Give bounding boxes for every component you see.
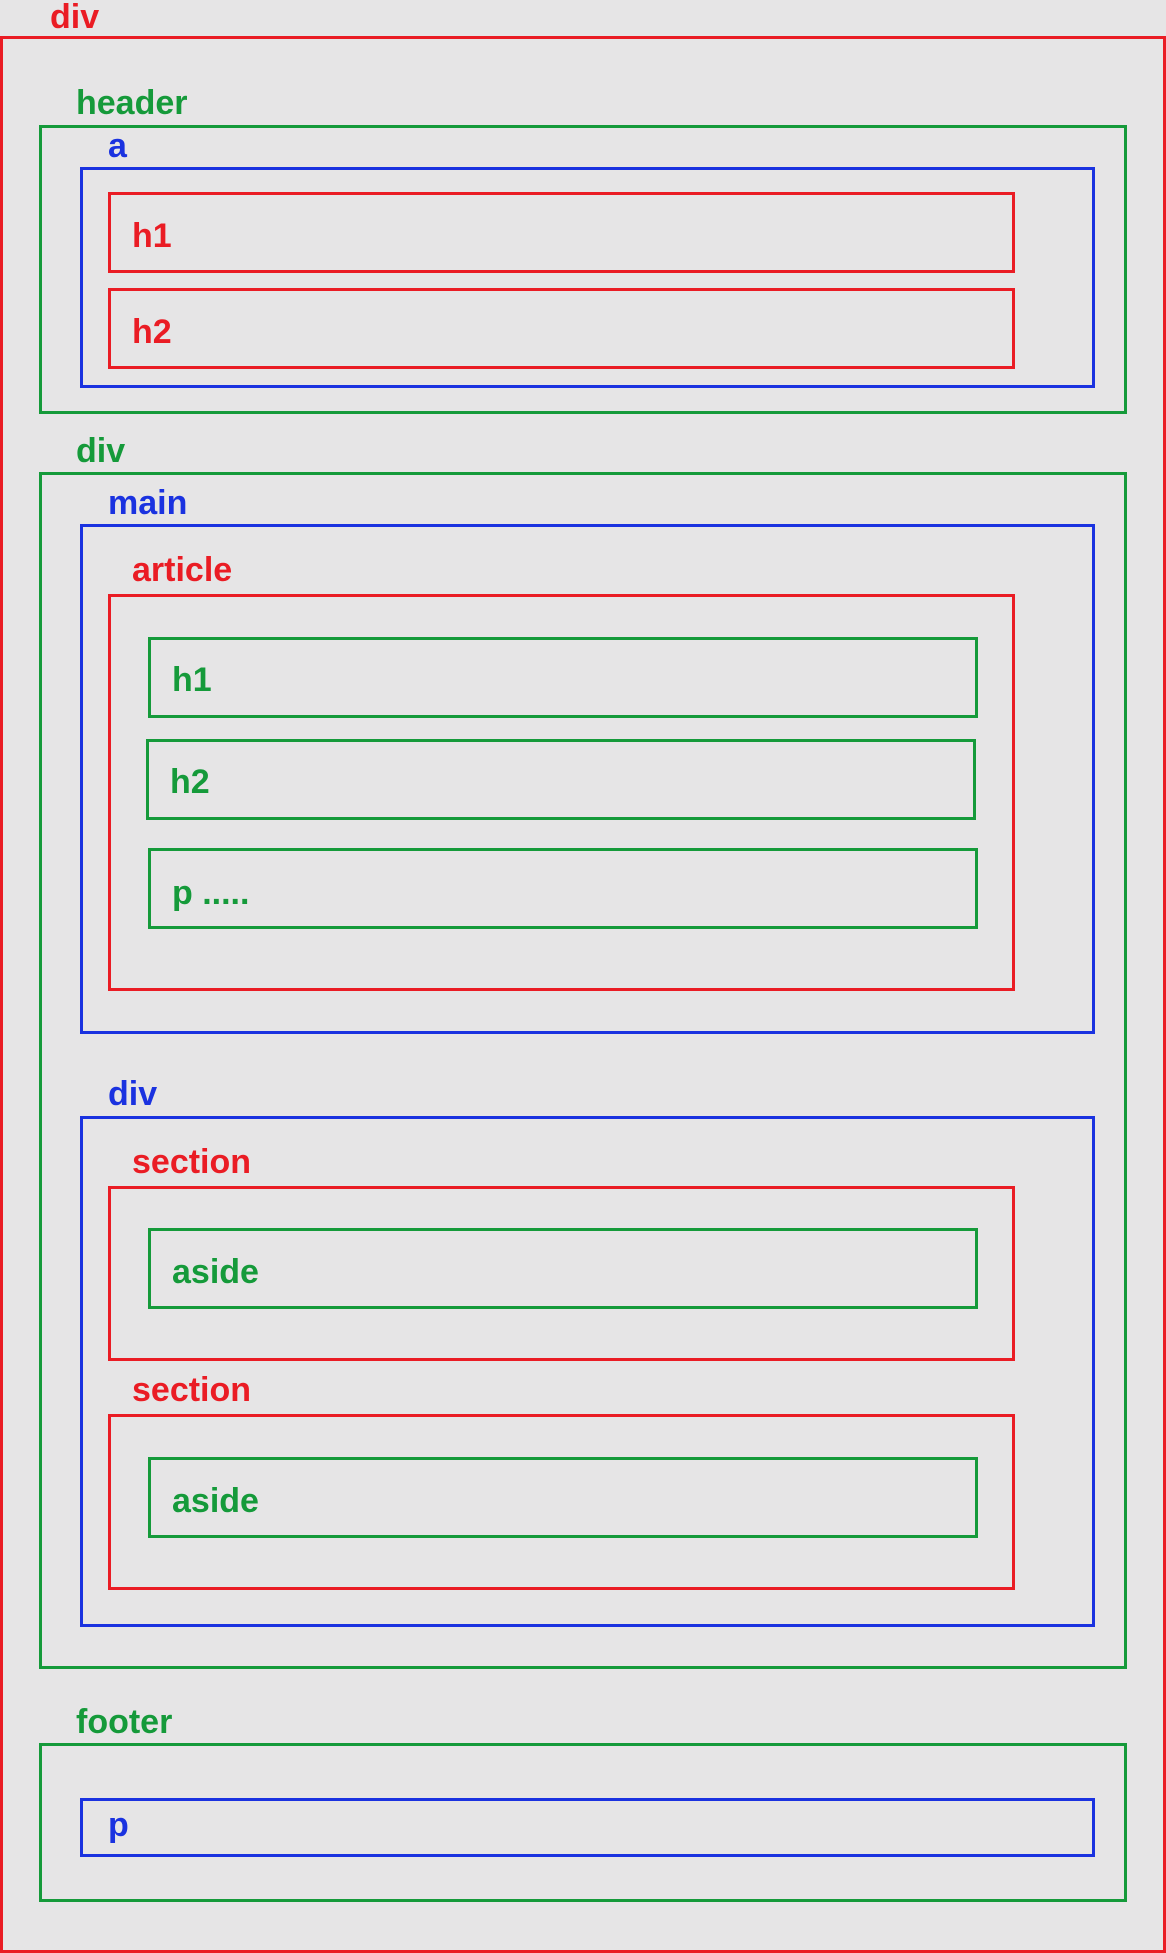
header-label: header	[76, 84, 188, 122]
aside-1-box	[148, 1228, 978, 1309]
header-a-box	[80, 167, 1095, 388]
header-h2-label: h2	[132, 313, 172, 351]
section-1-label: section	[132, 1143, 252, 1181]
main-box	[80, 524, 1095, 1034]
section-2-label: section	[132, 1371, 252, 1409]
content-div-box	[39, 472, 1127, 1669]
footer-p-label: p	[108, 1806, 129, 1844]
aside-2-label: aside	[172, 1482, 259, 1520]
header-a-label: a	[108, 127, 127, 165]
inner-div-box	[80, 1116, 1095, 1627]
article-p-label: p .....	[172, 874, 250, 912]
article-label: article	[132, 551, 233, 589]
root-div-box	[0, 36, 1166, 1953]
aside-2-box	[148, 1457, 978, 1538]
root-div-label: div	[50, 0, 100, 36]
article-box	[108, 594, 1015, 991]
article-h1-box	[148, 637, 978, 718]
section-2-box	[108, 1414, 1015, 1590]
article-h2-box	[146, 739, 976, 820]
aside-1-label: aside	[172, 1253, 259, 1291]
article-h2-label: h2	[170, 763, 210, 801]
article-h1-label: h1	[172, 661, 212, 699]
header-h1-box	[108, 192, 1015, 273]
footer-box	[39, 1743, 1127, 1902]
inner-div-label: div	[108, 1075, 158, 1113]
footer-label: footer	[76, 1703, 173, 1741]
main-label: main	[108, 484, 188, 522]
content-div-label: div	[76, 432, 126, 470]
article-p-box	[148, 848, 978, 929]
header-h2-box	[108, 288, 1015, 369]
header-h1-label: h1	[132, 217, 172, 255]
header-box	[39, 125, 1127, 414]
footer-p-box	[80, 1798, 1095, 1857]
section-1-box	[108, 1186, 1015, 1361]
